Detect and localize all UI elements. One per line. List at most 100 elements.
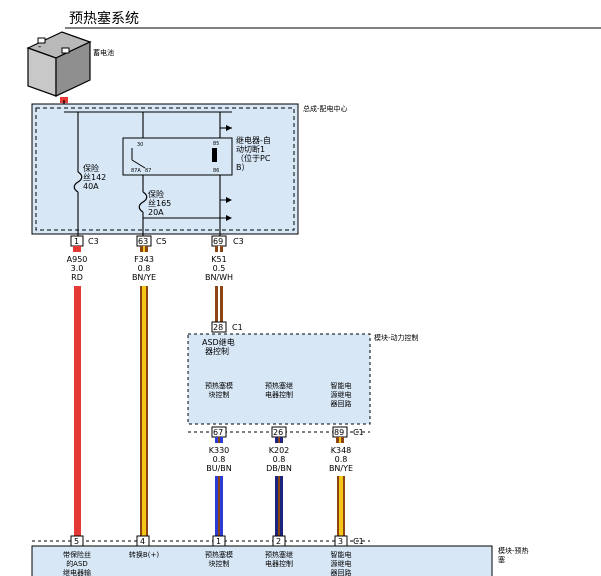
pcm-output-26-pin: 26	[273, 428, 283, 437]
wire-k202-circuit: K202	[269, 446, 290, 455]
wire-a950	[74, 286, 81, 536]
pcm-pin-28: 28	[213, 323, 223, 332]
gpm-pin-5-label: 5	[74, 537, 79, 546]
wire-k348-gauge: 0.8	[335, 455, 348, 464]
fuse-142-line1: 保险	[83, 163, 99, 173]
gpm-label-line2: 塞	[498, 555, 505, 564]
pcm-connector-28: 28 C1	[211, 321, 243, 333]
gpm-pin-5: 5	[70, 535, 84, 547]
pcm-asd-line1: ASD继电	[202, 337, 235, 347]
gpm-pin-2: 2	[272, 535, 286, 547]
fuse-142-line3: 40A	[83, 182, 99, 191]
pdc-label: 总成-配电中心	[303, 104, 348, 113]
wire-k51-gauge: 0.5	[213, 264, 226, 273]
top-connector-69: 69 C3 K51 0.5 BN/WH	[205, 235, 244, 282]
gpm-pin3-desc-line1: 智能电	[331, 550, 352, 559]
diagram-title: 预热塞系统	[69, 10, 139, 27]
pcm-conn-c1: C1	[232, 323, 243, 332]
fuse-165-line3: 20A	[148, 208, 164, 217]
wire-f343	[140, 286, 148, 536]
pcm-func2-line1: 预热塞继	[265, 381, 293, 390]
gpm-pin1-desc-line1: 预热塞模	[205, 550, 233, 559]
gpm-pin2-desc-line2: 电器控制	[265, 559, 293, 568]
top-connector-1-pin: 1	[74, 237, 79, 246]
pcm-func3-line3: 器回路	[331, 399, 352, 408]
wire-f343-color: BN/YE	[132, 273, 156, 282]
pcm-output-89-pin: 89	[334, 428, 344, 437]
pcm-output-67-pin: 67	[213, 428, 223, 437]
gpm-pin5-desc-line2: 的ASD	[66, 559, 88, 568]
pcm-asd-line2: 器控制	[205, 346, 229, 356]
gpm-pin2-desc-line1: 预热塞继	[265, 550, 293, 559]
pcm-func1-line1: 预热塞模	[205, 381, 233, 390]
fuse-142-line2: 丝142	[83, 172, 106, 182]
wire-k330-color: BU/BN	[206, 464, 232, 473]
gpm-pin-3-label: 3	[338, 537, 343, 546]
pcm-output-89-conn: C1	[353, 428, 364, 437]
wire-f343-gauge: 0.8	[138, 264, 151, 273]
wire-k51	[215, 286, 223, 322]
fuse-165-line2: 丝165	[148, 198, 171, 208]
wire-k202	[275, 476, 283, 536]
pcm-func2-line2: 电器控制	[265, 390, 293, 399]
relay-label-line2: 动切断1	[236, 144, 265, 154]
gpm-pin4-desc: 转换B(+)	[129, 550, 159, 559]
arrow-left-icon	[226, 125, 232, 131]
wire-k51-circuit: K51	[211, 255, 226, 264]
top-connector-69-pin: 69	[213, 237, 223, 246]
gpm-pin-2-label: 2	[276, 537, 281, 546]
pcm-func3-line2: 源继电	[331, 390, 352, 399]
relay-pin-30: 30	[137, 142, 143, 148]
wire-a950-color: RD	[71, 273, 83, 282]
gpm-label-line1: 模块-预热	[498, 546, 529, 555]
gpm-conn-c1: C1	[353, 537, 364, 546]
pcm-func1-line2: 块控制	[209, 390, 230, 399]
wire-f343-circuit: F343	[134, 255, 154, 264]
battery-label: 蓄电池	[93, 48, 114, 57]
gpm-pin3-desc-line2: 源继电	[331, 559, 352, 568]
fuse-142-icon	[73, 171, 83, 193]
wire-k348	[337, 476, 345, 536]
relay-pin-87a: 87A	[131, 168, 141, 174]
fuse-165-icon	[138, 191, 148, 213]
wire-k330-gauge: 0.8	[213, 455, 226, 464]
svg-text:-: -	[38, 42, 41, 52]
wire-k330	[215, 476, 223, 536]
top-connector-63-conn: C5	[156, 237, 167, 246]
pcm-func3-line1: 智能电	[331, 381, 352, 390]
top-connector-63: 63 C5 F343 0.8 BN/YE	[132, 235, 167, 282]
wire-k202-gauge: 0.8	[273, 455, 286, 464]
gpm-pin-4: 4	[136, 535, 150, 547]
gpm-pin-1-label: 1	[216, 537, 221, 546]
relay-pin-85: 85	[213, 141, 219, 147]
gpm-pin-1: 1	[212, 535, 226, 547]
top-connector-63-pin: 63	[138, 237, 148, 246]
wire-a950-circuit: A950	[67, 255, 88, 264]
relay-pin-86: 86	[213, 168, 219, 174]
pcm-output-89: 89 C1 K348 0.8 BN/YE	[329, 426, 364, 473]
gpm-pin-3: 3	[334, 535, 348, 547]
pcm-output-26: 26 K202 0.8 DB/BN	[266, 426, 292, 473]
wire-k51-color: BN/WH	[205, 273, 233, 282]
wire-a950-gauge: 3.0	[71, 264, 84, 273]
wire-k202-color: DB/BN	[266, 464, 292, 473]
relay-label-line1: 继电器-自	[236, 135, 271, 145]
gpm-pin1-desc-line2: 块控制	[209, 559, 230, 568]
gpm-pin5-desc-line1: 带保险丝	[63, 550, 91, 559]
gpm-pin5-desc-line3: 继电器输	[63, 568, 91, 576]
top-connector-1-conn: C3	[88, 237, 99, 246]
top-connector-69-conn: C3	[233, 237, 244, 246]
relay-label-line4: B）	[236, 163, 250, 172]
asd-relay	[122, 112, 233, 176]
fuse-165-line1: 保险	[148, 189, 164, 199]
pcm-output-67: 67 K330 0.8 BU/BN	[206, 426, 232, 473]
gpm-pin3-desc-line3: 器回路	[331, 568, 352, 576]
top-connector-1: 1 C3 A950 3.0 RD	[67, 235, 99, 282]
gpm-pin-4-label: 4	[140, 537, 145, 546]
wire-k348-color: BN/YE	[329, 464, 353, 473]
pcm-module	[187, 333, 371, 425]
glow-plug-module	[31, 545, 493, 576]
pcm-label: 模块-动力控制	[374, 333, 419, 342]
wire-k330-circuit: K330	[209, 446, 230, 455]
